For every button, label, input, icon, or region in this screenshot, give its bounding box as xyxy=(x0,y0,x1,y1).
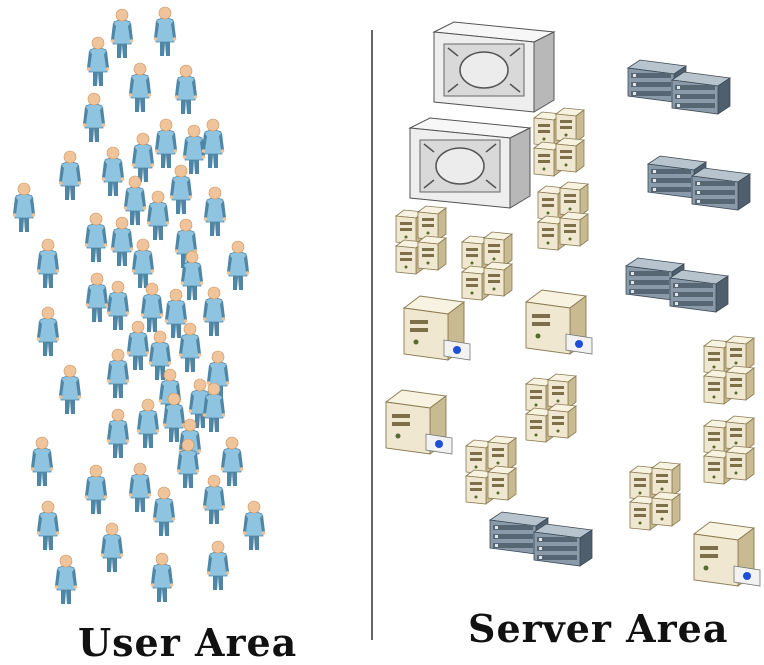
user-icon xyxy=(242,500,266,550)
user-icon xyxy=(153,6,177,56)
user-icon xyxy=(136,398,160,448)
user-icon xyxy=(169,164,193,214)
user-icon xyxy=(58,364,82,414)
user-icon xyxy=(12,182,36,232)
user-icon xyxy=(226,240,250,290)
tower-cluster-icon xyxy=(464,435,518,505)
workstation-icon xyxy=(692,521,761,587)
user-icon xyxy=(202,286,226,336)
user-icon xyxy=(54,554,78,604)
user-icon xyxy=(110,8,134,58)
user-icon xyxy=(203,186,227,236)
user-icon xyxy=(164,288,188,338)
user-icon xyxy=(36,500,60,550)
user-icon xyxy=(36,238,60,288)
user-icon xyxy=(201,118,225,168)
user-icon xyxy=(110,216,134,266)
user-icon xyxy=(202,474,226,524)
server-area-label: Server Area xyxy=(468,606,729,651)
server-cabinet-icon xyxy=(432,21,556,113)
user-icon xyxy=(220,436,244,486)
user-icon xyxy=(30,436,54,486)
tower-cluster-icon xyxy=(524,373,578,443)
user-icon xyxy=(178,322,202,372)
user-icon xyxy=(106,280,130,330)
tower-cluster-icon xyxy=(702,415,756,485)
user-icon xyxy=(126,320,150,370)
user-icon xyxy=(176,438,200,488)
user-icon xyxy=(180,250,204,300)
user-icon xyxy=(84,212,108,262)
user-icon xyxy=(150,552,174,602)
user-icon xyxy=(101,146,125,196)
user-icon xyxy=(84,464,108,514)
user-icon xyxy=(202,382,226,432)
tower-cluster-icon xyxy=(460,231,514,301)
workstation-icon xyxy=(524,289,593,355)
user-icon xyxy=(82,92,106,142)
tower-cluster-icon xyxy=(702,335,756,405)
user-icon xyxy=(123,175,147,225)
user-icon xyxy=(36,306,60,356)
user-icon xyxy=(106,408,130,458)
rack-server-icon xyxy=(626,59,732,115)
user-icon xyxy=(131,132,155,182)
user-icon xyxy=(154,118,178,168)
user-icon xyxy=(148,330,172,380)
user-icon xyxy=(206,540,230,590)
user-icon xyxy=(85,272,109,322)
tower-cluster-icon xyxy=(536,181,590,251)
workstation-icon xyxy=(402,295,471,361)
rack-server-icon xyxy=(488,511,594,567)
user-icon xyxy=(100,522,124,572)
tower-cluster-icon xyxy=(628,461,682,531)
workstation-icon xyxy=(384,389,453,455)
user-icon xyxy=(128,62,152,112)
user-icon xyxy=(106,348,130,398)
user-icon xyxy=(140,282,164,332)
user-icon xyxy=(182,124,206,174)
rack-server-icon xyxy=(624,257,730,313)
rack-server-icon xyxy=(646,155,752,211)
server-cabinet-icon xyxy=(408,117,532,209)
user-icon xyxy=(174,64,198,114)
user-icon xyxy=(152,486,176,536)
tower-cluster-icon xyxy=(532,107,586,177)
user-area-label: User Area xyxy=(78,620,298,665)
user-icon xyxy=(162,392,186,442)
user-icon xyxy=(86,36,110,86)
user-icon xyxy=(131,238,155,288)
user-icon xyxy=(128,462,152,512)
user-icon xyxy=(146,190,170,240)
user-icon xyxy=(58,150,82,200)
tower-cluster-icon xyxy=(394,205,448,275)
